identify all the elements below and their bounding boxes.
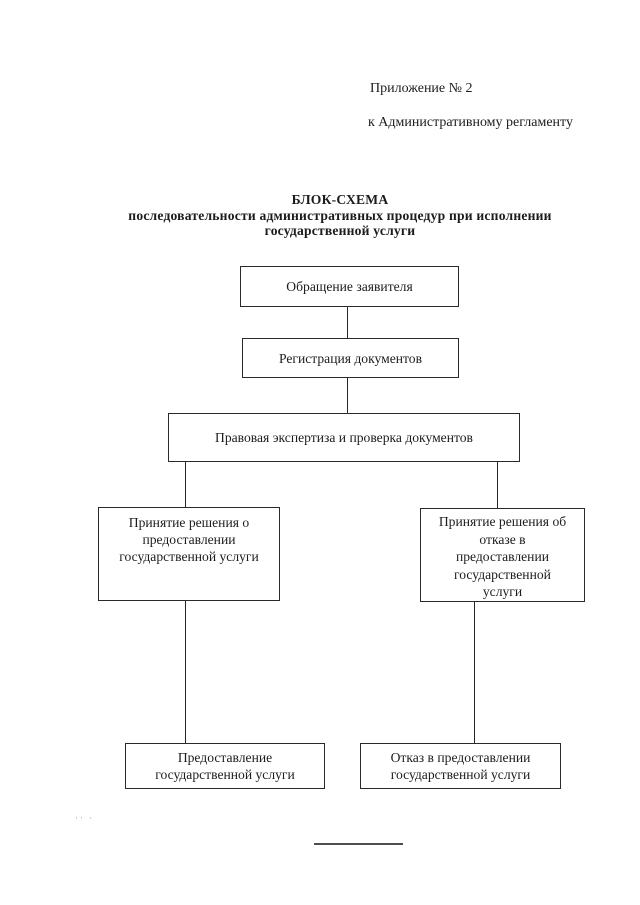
regulation-reference: к Административному регламенту <box>368 115 573 130</box>
connector-review-to-grant <box>185 462 187 507</box>
flow-node-applicant-request: Обращение заявителя <box>240 266 459 307</box>
flow-node-label: Регистрация документов <box>278 350 423 366</box>
appendix-label: Приложение № 2 <box>370 81 473 96</box>
flow-node-label: Принятие решения о предоставлении госуда… <box>119 515 259 564</box>
title-line-2: последовательности административных проц… <box>128 207 552 223</box>
flow-node-label: Обращение заявителя <box>286 279 413 294</box>
connector-grant-to-provided <box>185 601 187 743</box>
flow-node-label: Предоставление государственной услуги <box>155 750 295 782</box>
flow-node-document-registration: Регистрация документов <box>242 338 459 378</box>
title-line-3: государственной услуги <box>264 223 416 239</box>
scan-artifact-dots: ·· · <box>75 813 95 823</box>
flow-node-decision-refuse: Принятие решения об отказе в предоставле… <box>420 508 585 602</box>
connector-refuse-to-refused <box>474 602 476 743</box>
page-title: БЛОК-СХЕМА последовательности администра… <box>40 192 640 239</box>
title-line-1: БЛОК-СХЕМА <box>291 192 389 207</box>
connector-request-to-registration <box>347 307 349 338</box>
connector-review-to-refuse <box>497 462 499 508</box>
flow-node-service-refused: Отказ в предоставлении государственной у… <box>360 743 561 789</box>
connector-registration-to-review <box>347 378 349 413</box>
flow-node-label: Правовая экспертиза и проверка документо… <box>215 430 473 445</box>
flow-node-label: Принятие решения об отказе в предоставле… <box>438 514 567 599</box>
flow-node-service-provided: Предоставление государственной услуги <box>125 743 325 789</box>
flow-node-legal-review: Правовая экспертиза и проверка документо… <box>168 413 520 462</box>
flow-node-label: Отказ в предоставлении государственной у… <box>390 750 531 782</box>
flow-node-decision-grant: Принятие решения о предоставлении госуда… <box>98 507 280 601</box>
footer-divider-line <box>314 843 403 845</box>
